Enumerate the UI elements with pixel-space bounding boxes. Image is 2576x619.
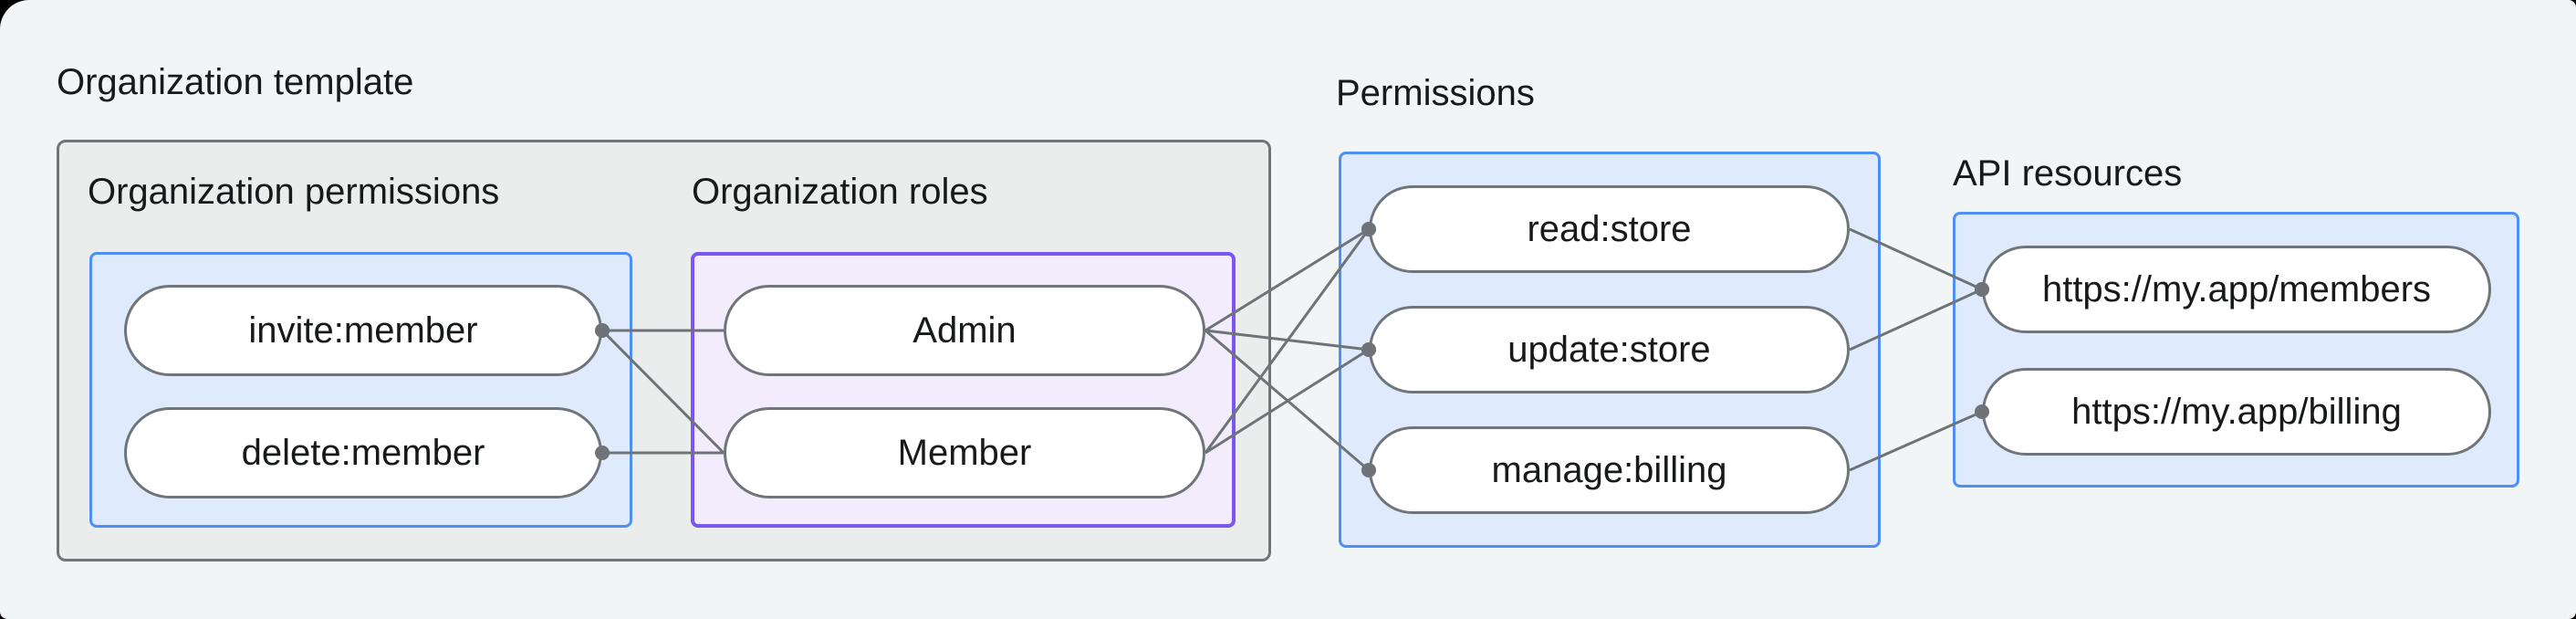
- pill-member-role: Member: [724, 407, 1205, 498]
- pill-delete-member: delete:member: [124, 407, 602, 498]
- permissions-label: Permissions: [1336, 73, 1535, 113]
- pill-update-store: update:store: [1369, 306, 1850, 393]
- api-resources-label: API resources: [1953, 153, 2183, 194]
- org-permissions-label: Organization permissions: [88, 172, 500, 212]
- org-template-label: Organization template: [57, 62, 414, 102]
- pill-manage-billing: manage:billing: [1369, 426, 1850, 514]
- pill-members-api-resource: https://my.app/members: [1982, 246, 2491, 333]
- pill-invite-member: invite:member: [124, 285, 602, 376]
- org-roles-label: Organization roles: [692, 172, 988, 212]
- pill-billing-api-resource: https://my.app/billing: [1982, 368, 2491, 456]
- pill-admin-role: Admin: [724, 285, 1205, 376]
- pill-read-store: read:store: [1369, 185, 1850, 273]
